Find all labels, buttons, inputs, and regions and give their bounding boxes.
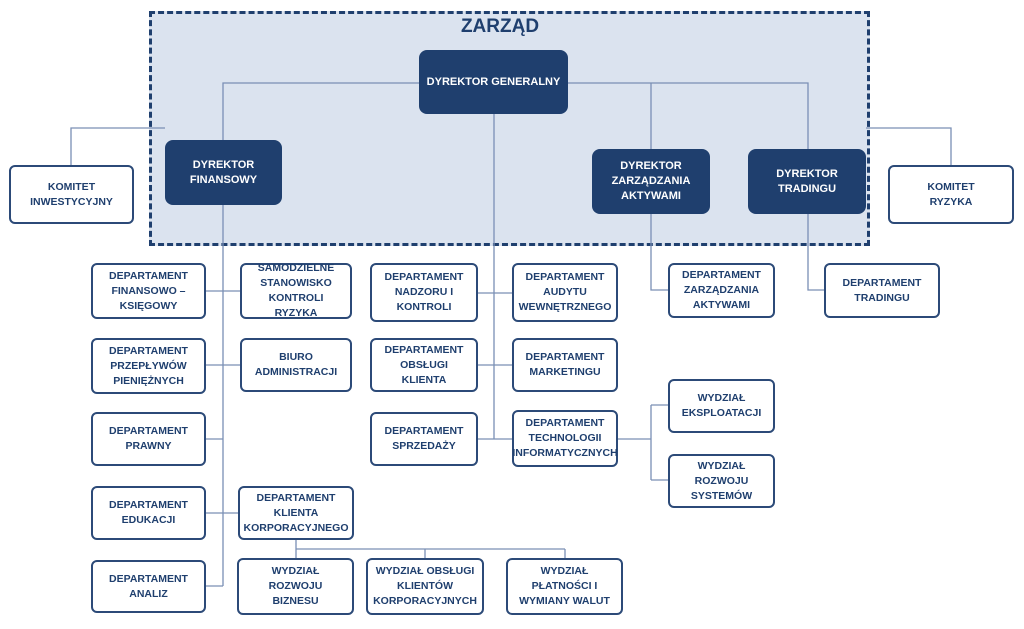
node-dep-audytu[interactable]: DEPARTAMENT AUDYTU WEWNĘTRZNEGO xyxy=(512,263,618,322)
node-dep-zarzadzania-aktywami[interactable]: DEPARTAMENT ZARZĄDZANIA AKTYWAMI xyxy=(668,263,775,318)
node-dep-przeplywow[interactable]: DEPARTAMENT PRZEPŁYWÓW PIENIĘŻNYCH xyxy=(91,338,206,394)
node-dep-obslugi-klienta[interactable]: DEPARTAMENT OBSŁUGI KLIENTA xyxy=(370,338,478,392)
node-dep-edukacji[interactable]: DEPARTAMENT EDUKACJI xyxy=(91,486,206,540)
node-dep-technologii[interactable]: DEPARTAMENT TECHNOLOGII INFORMATYCZNYCH xyxy=(512,410,618,467)
node-dyrektor-tradingu[interactable]: DYREKTOR TRADINGU xyxy=(748,149,866,214)
node-wydzial-eksploatacji[interactable]: WYDZIAŁ EKSPLOATACJI xyxy=(668,379,775,433)
node-komitet-ryzyka[interactable]: KOMITET RYZYKA xyxy=(888,165,1014,224)
node-dyrektor-zarzadzania-aktywami[interactable]: DYREKTOR ZARZĄDZANIA AKTYWAMI xyxy=(592,149,710,214)
node-biuro-administracji[interactable]: BIURO ADMINISTRACJI xyxy=(240,338,352,392)
node-wydzial-platnosci[interactable]: WYDZIAŁ PŁATNOŚCI I WYMIANY WALUT xyxy=(506,558,623,615)
node-komitet-inwestycyjny[interactable]: KOMITET INWESTYCYJNY xyxy=(9,165,134,224)
node-dep-finansowo-ksiegowy[interactable]: DEPARTAMENT FINANSOWO – KSIĘGOWY xyxy=(91,263,206,319)
node-dep-klienta-korporacyjnego[interactable]: DEPARTAMENT KLIENTA KORPORACYJNEGO xyxy=(238,486,354,540)
board-title: ZARZĄD xyxy=(460,16,540,37)
node-dep-sprzedazy[interactable]: DEPARTAMENT SPRZEDAŻY xyxy=(370,412,478,466)
node-dep-analiz[interactable]: DEPARTAMENT ANALIZ xyxy=(91,560,206,613)
node-wydzial-obslugi-klientow[interactable]: WYDZIAŁ OBSŁUGI KLIENTÓW KORPORACYJNYCH xyxy=(366,558,484,615)
node-dep-nadzoru[interactable]: DEPARTAMENT NADZORU I KONTROLI xyxy=(370,263,478,322)
node-wydzial-rozwoju-biznesu[interactable]: WYDZIAŁ ROZWOJU BIZNESU xyxy=(237,558,354,615)
node-dyrektor-generalny[interactable]: DYREKTOR GENERALNY xyxy=(419,50,568,114)
node-dep-tradingu[interactable]: DEPARTAMENT TRADINGU xyxy=(824,263,940,318)
node-samodzielne-stanowisko[interactable]: SAMODZIELNE STANOWISKO KONTROLI RYZYKA xyxy=(240,262,352,319)
node-wydzial-rozwoju-systemow[interactable]: WYDZIAŁ ROZWOJU SYSTEMÓW xyxy=(668,454,775,508)
node-dep-marketingu[interactable]: DEPARTAMENT MARKETINGU xyxy=(512,338,618,392)
node-dyrektor-finansowy[interactable]: DYREKTOR FINANSOWY xyxy=(165,140,282,205)
node-dep-prawny[interactable]: DEPARTAMENT PRAWNY xyxy=(91,412,206,466)
